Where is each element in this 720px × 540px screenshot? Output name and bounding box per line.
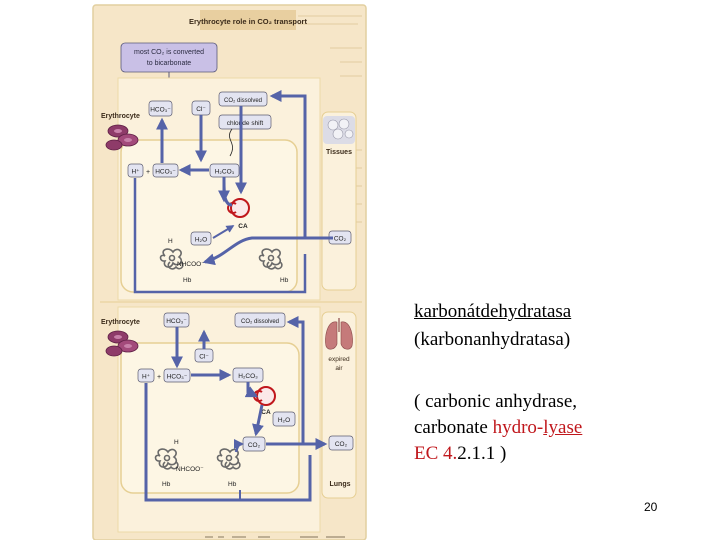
arrow-h2o [212, 225, 235, 239]
tissues-column [321, 111, 357, 291]
slide-number: 20 [644, 500, 658, 514]
tissues-arrows [133, 90, 333, 294]
chloride-shift-pointer [229, 128, 233, 157]
note-enzyme-class: carbonate hydro-lyase [414, 415, 582, 440]
tissues-erythrocyte-label: Erythrocyte [101, 113, 140, 120]
note-czech-alt-name: (karbonanhydratasa) [414, 329, 571, 350]
figure-title: Erythrocyte role in CO₂ transport [189, 17, 307, 26]
arrow-ca-to-co2 [252, 404, 264, 437]
erythrocyte-icon-lungs [105, 330, 139, 357]
co2-dissolved-lungs-text: CO₂ dissolved [241, 319, 279, 325]
hco3-out-text: HCO₃⁻ [150, 107, 171, 114]
hb-left-text: Hb [183, 277, 192, 284]
hemoglobin-right-icon [258, 248, 283, 270]
hb-right-lungs-text: Hb [228, 481, 237, 488]
arrow-hb-to-co2 [233, 439, 244, 453]
arrow-co2-in [269, 90, 333, 240]
note-ec-rest: 2.1.1 ) [457, 443, 507, 464]
arrow-co2-up [286, 316, 305, 443]
tissues-label: Tissues [326, 149, 352, 156]
arrow-co2-to-hb [202, 236, 305, 266]
expired-text: expired [328, 356, 350, 363]
chloride-shift-text: chloride shift [227, 120, 264, 127]
nhcoo-lungs-text: NHCOO⁻ [176, 466, 204, 473]
hco3-text: HCO₃⁻ [155, 169, 176, 176]
note-ec-prefix: EC 4. [414, 443, 458, 464]
lungs-icon [325, 318, 353, 350]
co2-dissolved-text: CO₂ dissolved [224, 98, 262, 104]
box-h2o-lungs [272, 411, 296, 427]
erythrocyte-icon [105, 124, 139, 151]
hco3-lungs-text: HCO₃⁻ [167, 374, 188, 381]
lungs-column [321, 311, 357, 499]
hb-right-text: Hb [280, 277, 289, 284]
plus-text: + [146, 169, 150, 176]
h-ion-text: H⁺ [131, 169, 140, 176]
box-h-ion [127, 163, 144, 178]
h2co3-text: H₂CO₃ [215, 169, 235, 176]
lungs-erythrocyte-label: Erythrocyte [101, 319, 140, 326]
cl-lungs-text: Cl⁻ [199, 354, 209, 361]
lungs-arrows [144, 316, 328, 502]
box-hco3-out [148, 100, 173, 117]
co2-tissue-text: CO₂ [334, 236, 347, 243]
box-hco3-lungs [163, 368, 191, 383]
tissue-cells-icon [323, 116, 355, 144]
note-english-name: ( carbonic anhydrase, [414, 391, 578, 412]
air-text: air [335, 365, 343, 372]
lungs-panel: Erythrocyte expired air Lungs HCO₃⁻ CO₂ … [101, 306, 357, 533]
callout-box [120, 42, 218, 73]
title-bar [200, 10, 296, 30]
lungs-label: Lungs [330, 481, 351, 488]
plus-lungs-text: + [157, 374, 161, 381]
note-hydro-text: hydro- [492, 417, 544, 438]
box-co2-outer-lungs [328, 435, 354, 451]
box-hco3 [152, 163, 179, 178]
lungs-cell [120, 342, 300, 494]
nhcoo-text: NHCOO⁻ [177, 261, 205, 268]
hco3-out-lungs-text: HCO₃⁻ [166, 318, 187, 325]
note-czech-name: karbonátdehydratasa [414, 301, 572, 322]
callout-line-2: to bicarbonate [147, 60, 191, 67]
h2o-text: H₂O [195, 237, 207, 244]
arrow-h-to-hb [133, 178, 307, 294]
h-label-text: H [168, 238, 173, 245]
hemoglobin-right-lungs-icon [216, 448, 241, 470]
ca-text: CA [238, 223, 248, 230]
box-h-ion-lungs [137, 368, 155, 383]
box-h2o [190, 231, 212, 246]
arrow-h-loop [144, 383, 312, 502]
co2-inner-lungs-text: CO₂ [248, 442, 261, 449]
hemoglobin-left-icon [159, 248, 184, 270]
note-lyase-text: lyase [543, 417, 583, 438]
carbonic-anhydrase-icon [227, 198, 250, 218]
ca-lungs-text: CA [261, 409, 271, 416]
hb-left-lungs-text: Hb [162, 481, 171, 488]
arrow-h2co3-to-ca-lungs [244, 382, 259, 398]
h-label-lungs-text: H [174, 439, 179, 446]
h2o-lungs-text: H₂O [278, 417, 290, 424]
box-co2-dissolved-lungs [234, 312, 286, 328]
cl-in-text: Cl⁻ [196, 106, 206, 113]
h2co3-lungs-text: H₂CO₃ [238, 373, 258, 380]
tissues-panel: Erythrocyte Tissues HCO₃⁻ Cl⁻ CO₂ dissol… [101, 77, 357, 301]
h-ion-lungs-text: H⁺ [142, 374, 151, 381]
callout-line-1: most CO₂ is converted [134, 49, 204, 56]
arrow-ca-to-h2co3 [222, 180, 233, 207]
note-ec-number: EC 4.2.1.1 ) [414, 441, 506, 466]
box-chloride-shift [218, 114, 272, 130]
co2-outer-lungs-text: CO₂ [335, 441, 348, 448]
box-co2-dissolved [218, 91, 268, 107]
note-carbonate-text: carbonate [414, 417, 493, 438]
hemoglobin-left-lungs-icon [154, 448, 179, 470]
